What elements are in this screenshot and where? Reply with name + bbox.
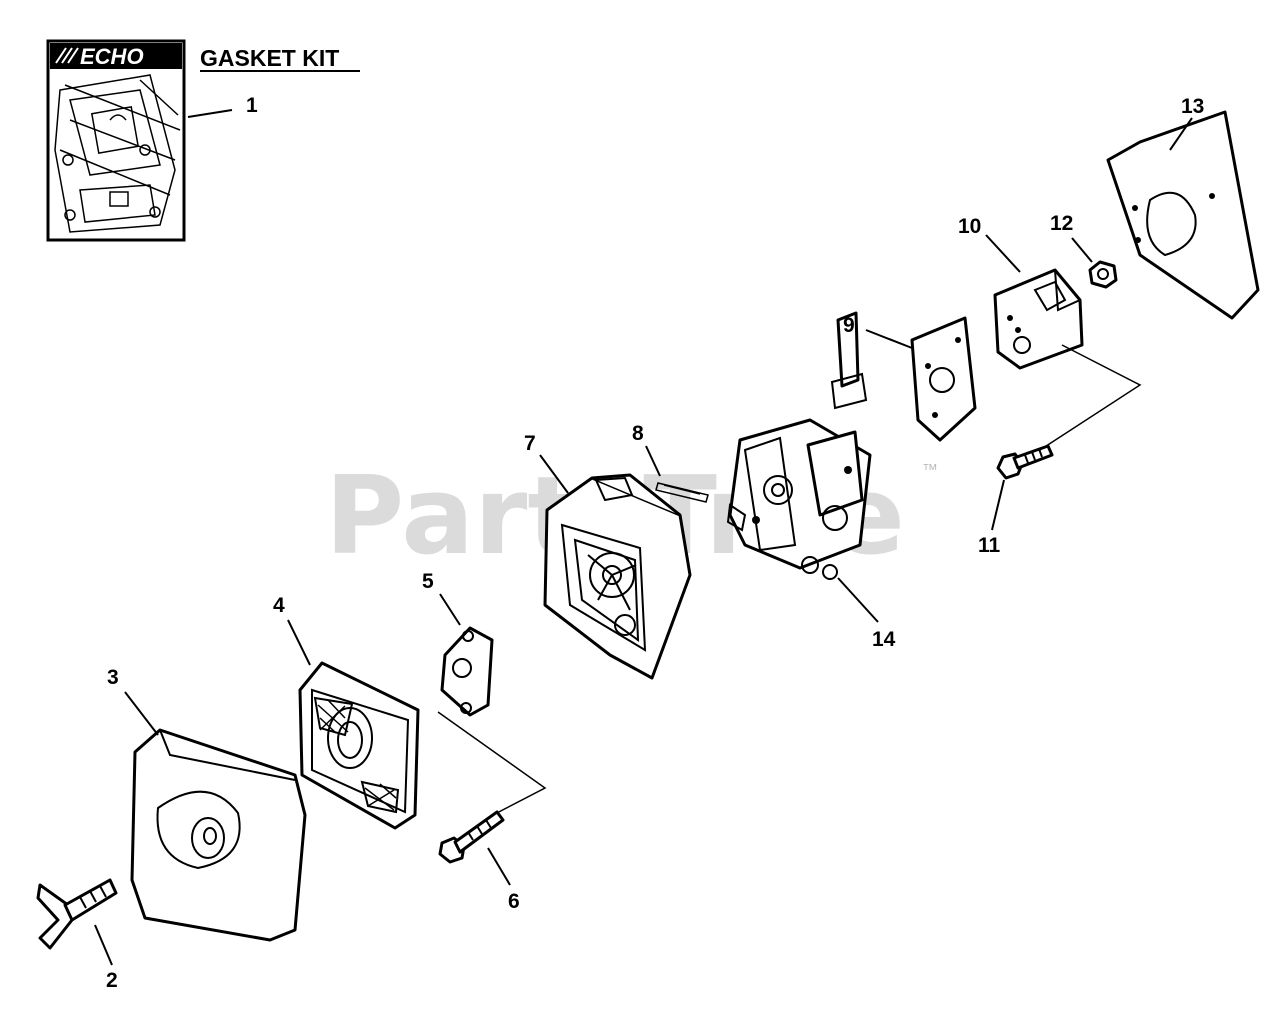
- echo-logo: ECHO: [55, 44, 144, 69]
- part-2-wing-bolt[interactable]: [36, 878, 118, 950]
- connector-11-10: [1039, 344, 1142, 451]
- part-7-filter-case[interactable]: [543, 473, 692, 680]
- part-12-nut[interactable]: [1088, 260, 1118, 289]
- callout-2: 2: [106, 969, 118, 992]
- part-8-gasket-strip[interactable]: [655, 482, 709, 503]
- part-14-carburetor[interactable]: [726, 311, 872, 580]
- callout-11: 11: [978, 534, 1001, 557]
- gasket-kit-box[interactable]: ECHO: [46, 39, 186, 242]
- callout-3: 3: [107, 666, 119, 689]
- part-13-gasket[interactable]: [1106, 110, 1260, 320]
- part-10-insulator[interactable]: [993, 268, 1084, 370]
- callout-10: 10: [958, 215, 981, 238]
- part-9-gasket[interactable]: [910, 316, 977, 442]
- callout-13: 13: [1181, 95, 1204, 118]
- callout-4: 4: [273, 594, 285, 617]
- callout-8: 8: [632, 422, 644, 445]
- callout-9: 9: [843, 314, 855, 337]
- part-4-filter-element[interactable]: [298, 661, 420, 830]
- part-3-filter-cover[interactable]: [130, 728, 307, 942]
- gasket-kit-illustration: [54, 74, 181, 233]
- callout-14: 14: [872, 628, 896, 651]
- callout-7: 7: [524, 432, 536, 455]
- callout-1: 1: [246, 94, 258, 117]
- part-6-bolt[interactable]: [438, 810, 505, 864]
- callout-5: 5: [422, 570, 434, 593]
- callout-12: 12: [1050, 212, 1073, 235]
- leader-lines: [94, 109, 1193, 966]
- part-5-plate[interactable]: [440, 626, 494, 717]
- connector-5-6: [437, 711, 547, 816]
- kit-title: GASKET KIT: [200, 45, 339, 71]
- logo-text: ECHO: [80, 44, 144, 69]
- watermark-trademark: ™: [922, 462, 938, 479]
- callout-6: 6: [508, 890, 520, 913]
- part-11-bolt[interactable]: [996, 444, 1054, 480]
